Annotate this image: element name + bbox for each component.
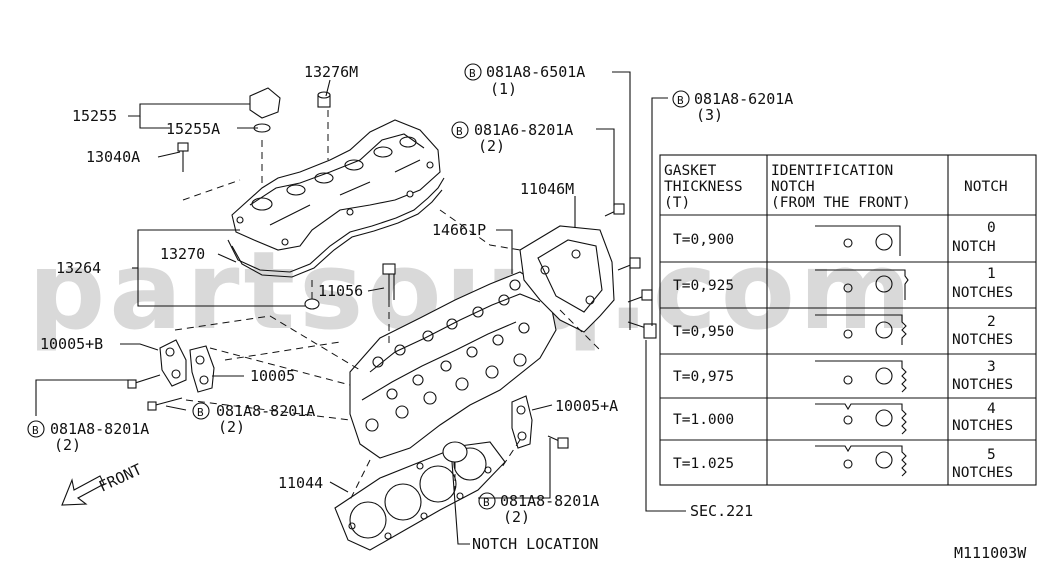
bolt-ref-081a8-6501a: B 081A8-6501A (1): [464, 63, 585, 98]
notch-sketch-3: [815, 360, 907, 393]
header-t: (T): [664, 195, 690, 211]
label-13040a: 13040A: [86, 148, 140, 166]
label-13276m: 13276M: [304, 63, 358, 81]
plug-13276m: [317, 91, 331, 108]
bolt-ref-left: B 081A8-8201A (2): [27, 420, 149, 454]
bracket-10005b: [159, 339, 187, 387]
svg-text:(2): (2): [503, 508, 530, 526]
cylinder-head: [349, 271, 557, 459]
row-thickness: T=0,900: [673, 232, 734, 248]
bolt-11056: [382, 263, 396, 300]
label-notch-location: NOTCH LOCATION: [472, 535, 598, 553]
label-13270: 13270: [160, 245, 205, 263]
svg-text:B: B: [456, 125, 463, 138]
plug-14661p: [509, 279, 521, 291]
svg-text:(2): (2): [478, 137, 505, 155]
header-notch: NOTCH: [964, 179, 1008, 195]
svg-text:B: B: [197, 406, 204, 419]
valve-cover: [231, 119, 441, 251]
row-thickness: T=1.025: [673, 456, 734, 472]
svg-text:(2): (2): [54, 436, 81, 454]
row-notch-unit: NOTCH: [952, 239, 996, 255]
label-11046m: 11046M: [520, 180, 574, 198]
svg-text:081A8-8201A: 081A8-8201A: [500, 492, 599, 510]
header-gasket: GASKET: [664, 163, 717, 179]
notch-sketch-4: [815, 403, 907, 435]
bolt-ref-081a8-6201a: B 081A8-6201A (3): [672, 90, 793, 124]
row-thickness: T=0,975: [673, 369, 734, 385]
row-thickness: T=0,925: [673, 278, 734, 294]
svg-text:B: B: [469, 67, 476, 80]
label-10005: 10005: [250, 367, 295, 385]
label-14661p: 14661P: [432, 221, 486, 239]
svg-text:081A6-8201A: 081A6-8201A: [474, 121, 573, 139]
gasket-thickness-table: GASKET THICKNESS (T) IDENTIFICATION NOTC…: [659, 154, 1037, 486]
header-identification: IDENTIFICATION: [771, 163, 893, 179]
svg-text:081A8-8201A: 081A8-8201A: [216, 402, 315, 420]
row-notch-count: 3: [987, 359, 996, 375]
svg-text:(2): (2): [218, 418, 245, 436]
bracket-10005a: [511, 395, 533, 449]
label-13264: 13264: [56, 259, 101, 277]
notch-sketch-1: [815, 269, 909, 300]
row-notch-count: 5: [987, 447, 996, 463]
row-thickness: T=1.000: [673, 412, 734, 428]
header-notch-label: NOTCH: [771, 179, 815, 195]
label-15255a: 15255A: [166, 120, 220, 138]
bolts-small: [127, 374, 569, 449]
label-11056: 11056: [318, 282, 363, 300]
row-notch-unit: NOTCHES: [952, 332, 1013, 348]
notch-sketch-0: [815, 225, 901, 256]
bolt-ref-bottom: B 081A8-8201A (2): [478, 492, 599, 526]
oil-filler-cap: [249, 87, 281, 133]
svg-text:081A8-6501A: 081A8-6501A: [486, 63, 585, 81]
bolt-ref-center: B 081A8-8201A (2): [192, 402, 315, 436]
svg-text:(3): (3): [696, 106, 723, 124]
header-from-front: (FROM THE FRONT): [771, 195, 911, 211]
label-sec221: SEC.221: [690, 502, 753, 520]
label-15255: 15255: [72, 107, 117, 125]
front-arrow: FRONT: [61, 460, 145, 506]
notch-sketch-2: [815, 314, 907, 345]
notch-sketch-5: [815, 445, 907, 477]
row-notch-count: 1: [987, 266, 996, 282]
bolt-ref-081a6-8201a: B 081A6-8201A (2): [451, 121, 573, 155]
svg-text:B: B: [32, 424, 39, 437]
label-10005b: 10005+B: [40, 335, 103, 353]
bolt-13040a: [177, 142, 189, 172]
row-notch-count: 2: [987, 314, 996, 330]
diagram-id: M111003W: [954, 544, 1027, 562]
leader-lines: [35, 71, 686, 545]
valve-cover-gasket: [227, 177, 445, 273]
header-thickness: THICKNESS: [664, 179, 743, 195]
row-notch-count: 4: [987, 401, 996, 417]
bracket-10005: [189, 345, 215, 393]
row-thickness: T=0,950: [673, 324, 734, 340]
svg-text:081A8-6201A: 081A8-6201A: [694, 90, 793, 108]
row-notch-unit: NOTCHES: [952, 377, 1013, 393]
svg-text:B: B: [483, 496, 490, 509]
svg-text:081A8-8201A: 081A8-8201A: [50, 420, 149, 438]
notch-location-marker: [442, 441, 468, 463]
row-notch-count: 0: [987, 220, 996, 236]
svg-text:B: B: [677, 94, 684, 107]
head-gasket: [334, 441, 506, 551]
label-11044: 11044: [278, 474, 323, 492]
row-notch-unit: NOTCHES: [952, 418, 1013, 434]
row-notch-unit: NOTCHES: [952, 285, 1013, 301]
svg-text:(1): (1): [490, 80, 517, 98]
rear-plate-11046m: [519, 225, 615, 333]
row-notch-unit: NOTCHES: [952, 465, 1013, 481]
front-label: FRONT: [96, 460, 145, 495]
label-10005a: 10005+A: [555, 397, 618, 415]
seal-washer: [304, 298, 320, 310]
assembly-lines: [174, 110, 601, 501]
